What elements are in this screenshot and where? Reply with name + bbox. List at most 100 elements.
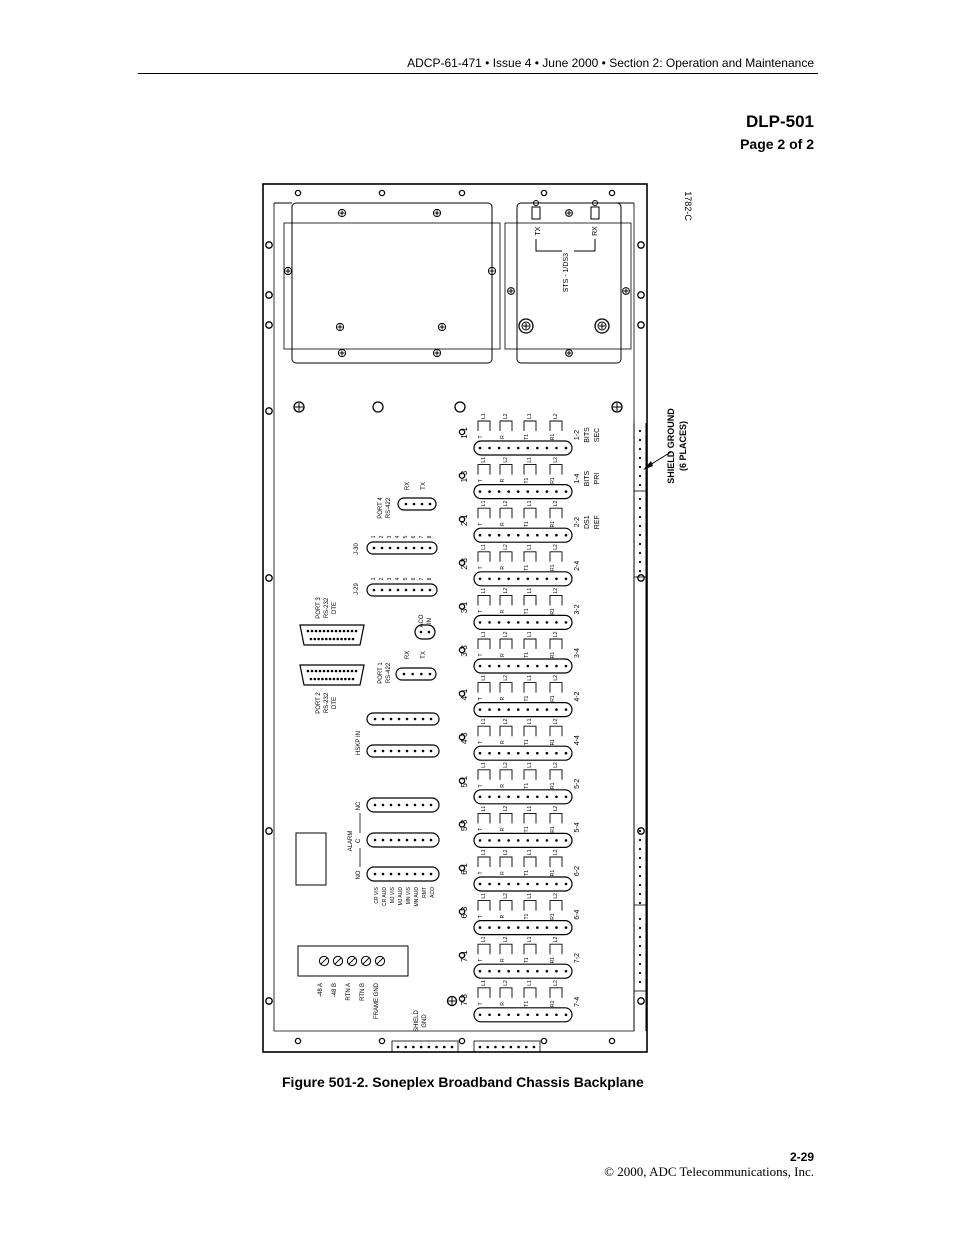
connector-pin (336, 637, 340, 641)
figure-caption: Figure 501-2. Soneplex Broadband Chassis… (282, 1074, 644, 1090)
connector-pin (545, 621, 549, 624)
power-terminal-slot (348, 957, 356, 965)
test-jack-bracket (477, 638, 491, 649)
row-left-label: 5-3 (460, 819, 469, 831)
connector-pin (488, 751, 491, 755)
jack-line-label: L2 (553, 413, 559, 419)
connector-pin (564, 969, 568, 973)
connector-pin (328, 677, 332, 681)
connector-pin (429, 717, 433, 721)
connector-pin (536, 751, 539, 755)
connector-pin (309, 637, 313, 641)
signal-connector (473, 571, 573, 587)
pin-number: 4 (395, 535, 401, 538)
alarm-no-label: NO (356, 870, 362, 879)
connector-pin (526, 1013, 530, 1017)
connector-pin (564, 664, 568, 668)
jack-line-label: L2 (553, 500, 559, 506)
jack-line-label: L1 (527, 413, 533, 419)
bottom-ground-pin (427, 1045, 431, 1049)
pin-number: 5 (403, 577, 409, 580)
test-jack-bracket (549, 594, 563, 606)
jack-pin-label: R1 (550, 434, 556, 441)
test-jack-bracket (523, 420, 537, 431)
connector-pin (381, 749, 385, 753)
port1-standard: RS-422 (386, 662, 392, 683)
screw-head (447, 996, 457, 1006)
connector-pin (373, 872, 377, 876)
row-right-label: BITS (584, 427, 591, 443)
connector-pin (555, 577, 558, 581)
connector-pin (526, 839, 530, 842)
shield-ground-pin (638, 917, 642, 921)
connector-pin (488, 969, 491, 973)
connector-pin (354, 629, 358, 633)
connector-pin (420, 546, 424, 550)
shield-ground-pin (638, 429, 642, 433)
row-left-label: 7-1 (460, 950, 469, 962)
connector-pin (309, 677, 313, 681)
jack-pin-label: T (478, 697, 484, 700)
screw-head (293, 401, 305, 413)
jack-pin-label: T1 (524, 434, 530, 440)
jack-pin-label: R1 (550, 913, 556, 920)
connector-pin (351, 677, 355, 681)
test-jack-bracket (549, 682, 563, 693)
test-jack-bracket (549, 769, 563, 780)
connector-pin (526, 621, 530, 624)
connector-pin (354, 669, 358, 673)
alarm-list-item: MJ AUD (398, 887, 404, 906)
shield-ground-pin (638, 865, 642, 869)
port3-standard: RS-232 (324, 597, 330, 618)
jack-line-label: L2 (553, 631, 559, 637)
connector-pin (340, 677, 343, 681)
bnc-connector (531, 206, 541, 220)
test-jack-bracket (499, 638, 513, 649)
label-window (295, 832, 327, 886)
row-left-label: 3-1 (460, 601, 469, 613)
mounting-hole (637, 997, 645, 1005)
connector-pin (526, 664, 530, 668)
connector-pin (478, 751, 482, 755)
connector-pin (555, 621, 558, 624)
row-right-label: REF (594, 515, 601, 529)
test-jack-bracket (523, 769, 537, 780)
screw-head (611, 401, 623, 413)
jack-pin-label: R1 (550, 695, 556, 702)
connector-pin (536, 577, 539, 581)
connector-pin (555, 926, 558, 929)
mounting-hole (458, 603, 466, 610)
row-left-label: 5-1 (460, 775, 469, 787)
shield-gnd-label: SHIELD (414, 1010, 420, 1032)
row-right-label: 7-4 (574, 997, 581, 1007)
port2-label: PORT 2 (316, 692, 322, 714)
jack-pin-label: T1 (524, 608, 530, 614)
connector-pin (318, 669, 322, 673)
connector-pin (516, 926, 520, 929)
test-jack-bracket (499, 987, 513, 998)
connector-pin (555, 839, 558, 842)
screw-head (337, 208, 347, 218)
sts1-module (516, 202, 622, 364)
port4-tx-label: TX (421, 482, 427, 490)
connector-pin (545, 446, 549, 450)
shield-ground-count: (6 PLACES) (678, 421, 688, 471)
connector-pin (478, 577, 482, 581)
connector-pin (488, 708, 491, 711)
jack-pin-label: R (500, 784, 506, 788)
connector-pin (427, 630, 431, 634)
pin-number: 8 (427, 535, 433, 538)
figure-id: 1782-C (675, 183, 693, 229)
connector-pin (526, 490, 530, 493)
connector-pin (497, 751, 501, 755)
jack-pin-label: T (478, 523, 484, 526)
mounting-hole (458, 189, 466, 197)
alarm-label: ALARM (348, 831, 354, 852)
connector-pin (428, 588, 432, 592)
signal-connector (473, 963, 573, 979)
pin-number: 7 (419, 535, 425, 538)
mounting-hole (265, 241, 273, 249)
jack-pin-label: R1 (550, 608, 556, 615)
connector-pin (404, 502, 408, 506)
connector-pin (507, 882, 510, 886)
